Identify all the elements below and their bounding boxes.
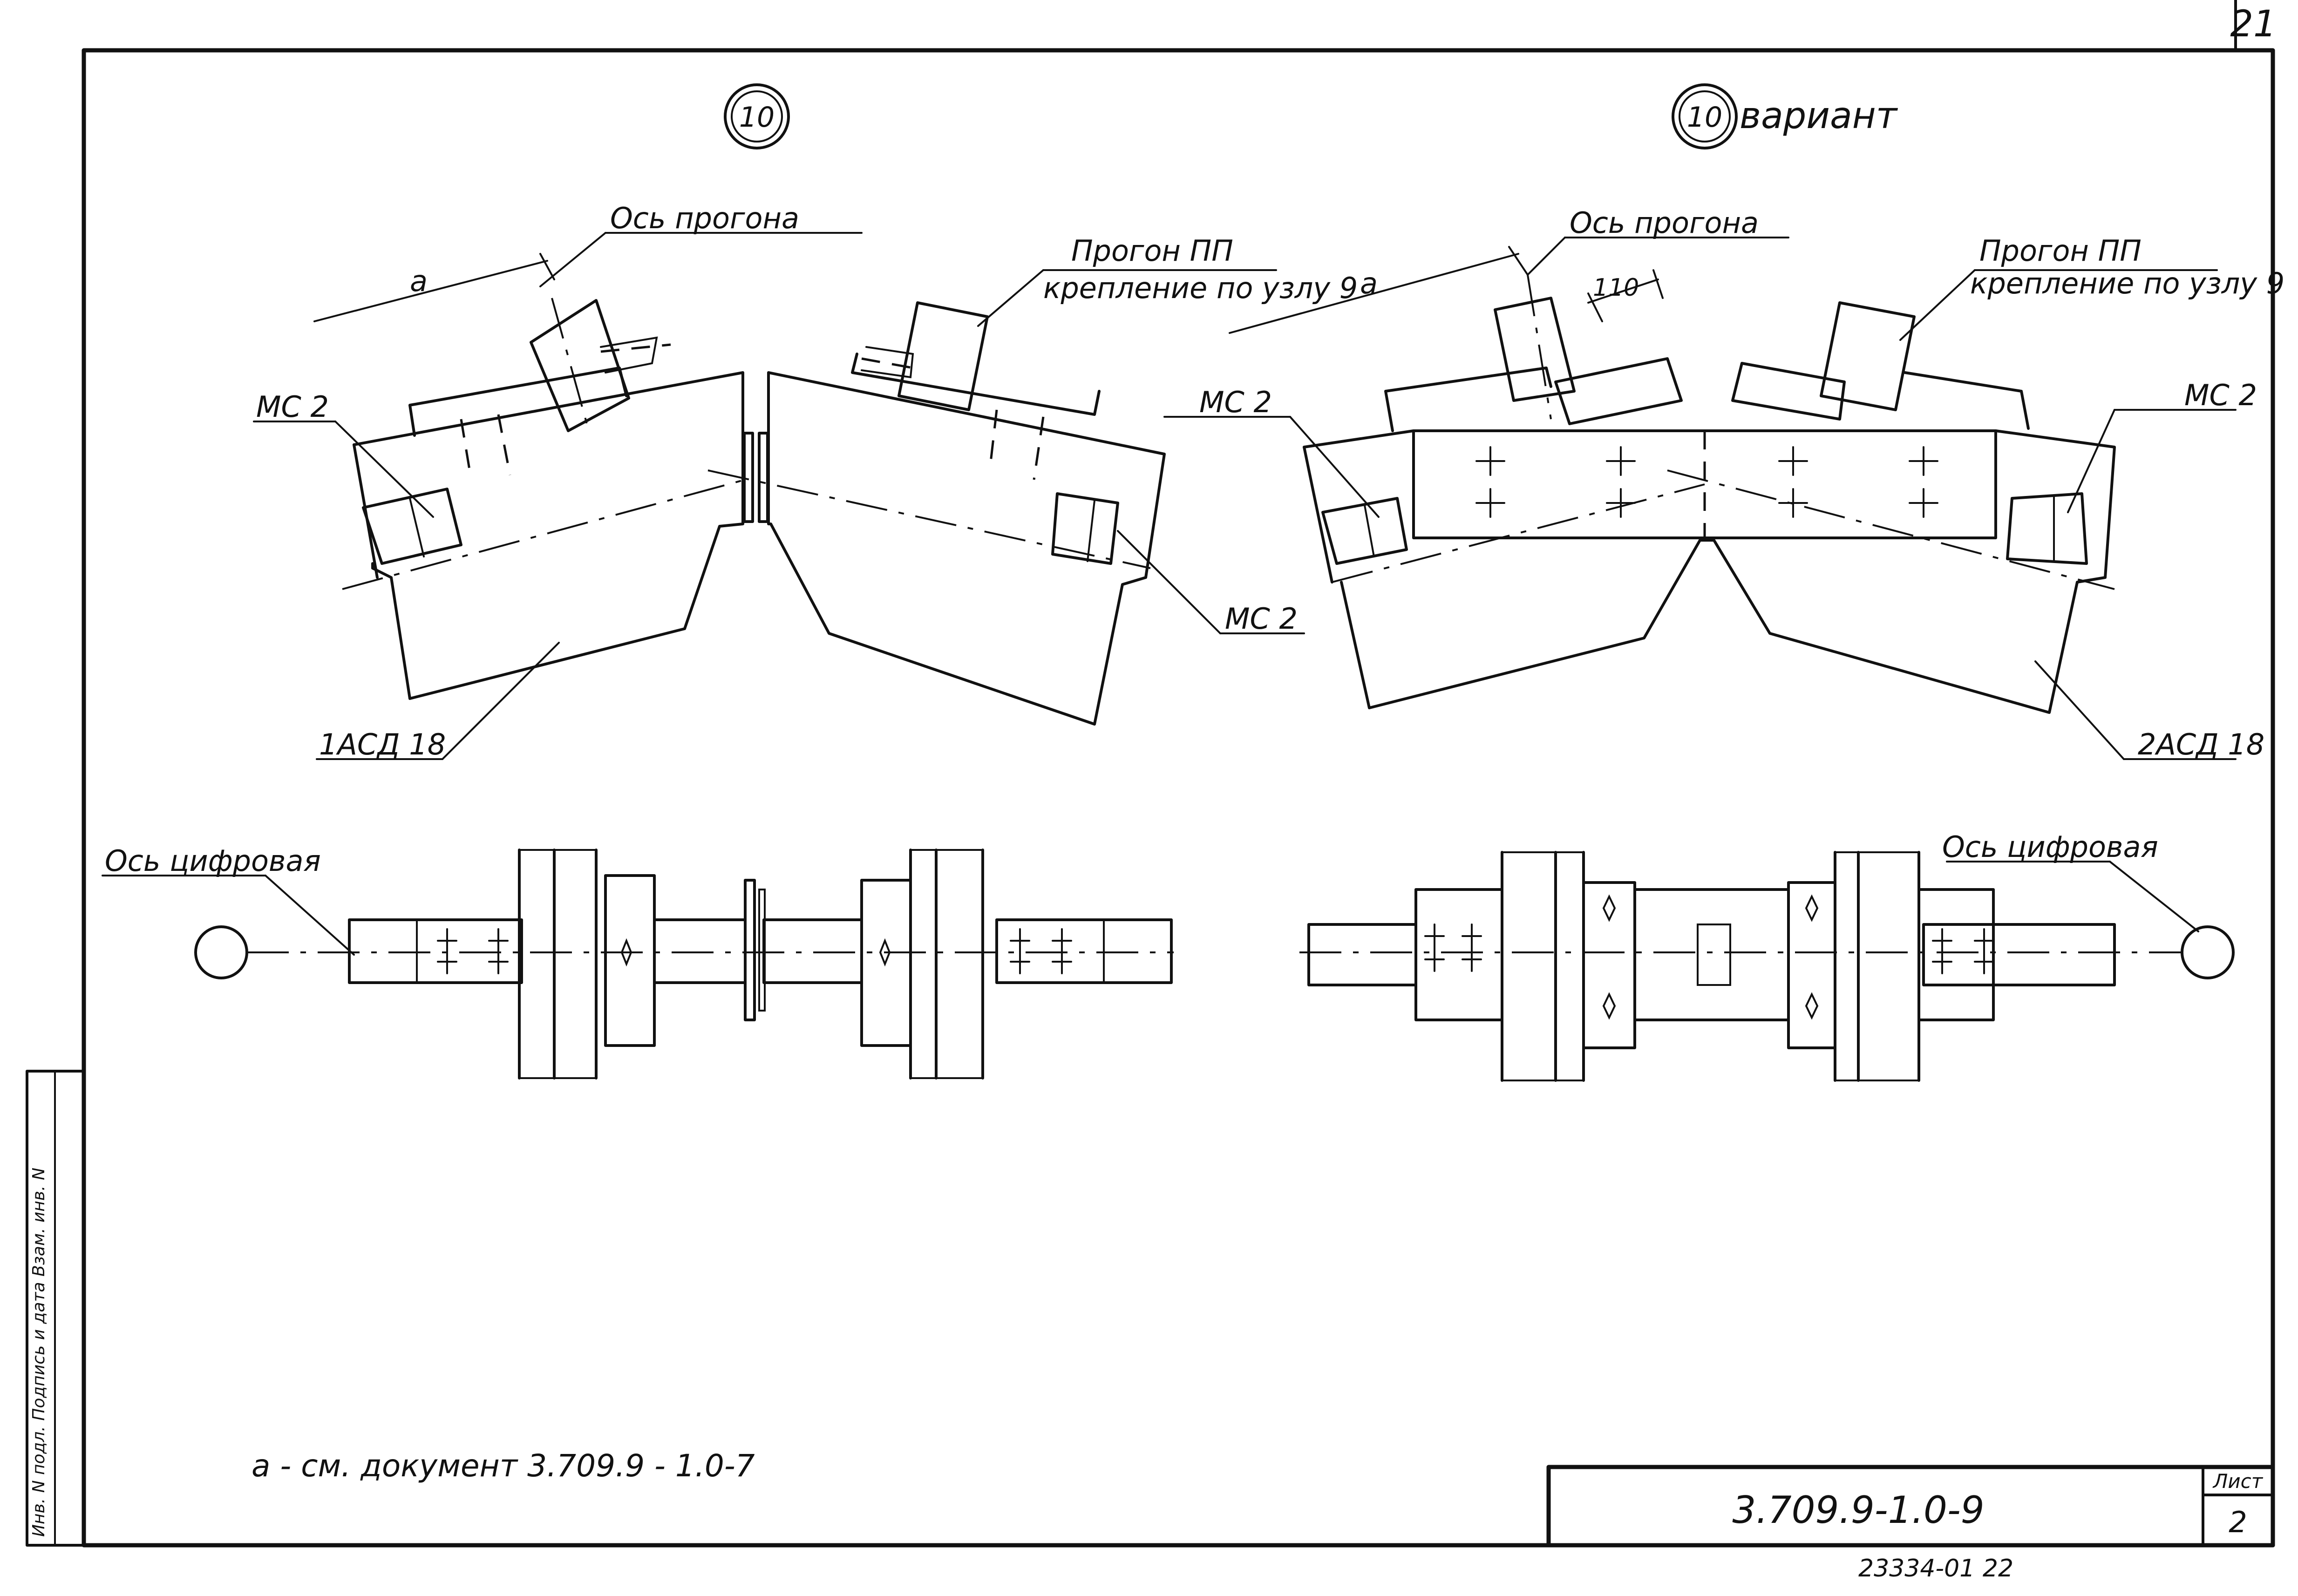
left-purlin-fixing: крепление по узлу 9: [1043, 271, 1358, 305]
right-variant-label: вариант: [1740, 95, 1898, 137]
left-node-number: 10: [739, 101, 775, 134]
left-mc-left: МС 2: [256, 390, 329, 424]
sheet-frame: [82, 0, 2275, 1548]
left-purlin-axis-label: Ось прогона: [610, 201, 799, 235]
side-stamp: Инв. N подл. Подпись и дата Взам. инв. N: [26, 1070, 85, 1547]
right-node-number: 10: [1687, 101, 1722, 134]
sheet-label: Лист: [2212, 1470, 2264, 1493]
right-mc-left: МС 2: [1199, 385, 1272, 419]
left-plan: Ось цифровая: [102, 844, 1174, 1080]
left-truss-label: 1АСД 18: [319, 727, 446, 761]
right-purlin-fixing: крепление по узлу 9: [1970, 266, 2284, 300]
left-dim-a: a: [410, 264, 428, 298]
left-elevation: 10: [253, 83, 1358, 761]
right-elevation: 10 вариант: [1163, 83, 2284, 761]
footnote: a - см. документ 3.709.9 - 1.0-7: [252, 1448, 755, 1484]
left-plan-axis-label: Ось цифровая: [105, 844, 321, 878]
plate-bolts: [1475, 446, 1938, 518]
document-code: 3.709.9-1.0-9: [1732, 1488, 1984, 1532]
side-stamp-text: Инв. N подл. Подпись и дата Взам. инв. N: [29, 1168, 48, 1537]
title-block: 3.709.9-1.0-9 Лист 2: [1546, 1465, 2275, 1548]
sheet-number: 2: [2229, 1505, 2247, 1539]
right-purlin-name: Прогон ПП: [1979, 234, 2142, 268]
inventory-stamp: 23334-01 22: [1858, 1555, 2013, 1582]
right-purlin-axis-label: Ось прогона: [1570, 206, 1759, 240]
right-plan-axis-label: Ось цифровая: [1942, 830, 2158, 864]
left-mc-right: МС 2: [1225, 602, 1298, 636]
right-mc-right: МС 2: [2184, 378, 2257, 412]
page-number: 21: [2230, 3, 2276, 45]
right-dim-110: 110: [1593, 274, 1639, 302]
left-purlin-name: Прогон ПП: [1071, 234, 1233, 268]
right-dim-a: a: [1360, 266, 1378, 300]
right-truss-label: 2АСД 18: [2138, 727, 2264, 761]
right-plan: Ось цифровая: [1299, 830, 2235, 1082]
